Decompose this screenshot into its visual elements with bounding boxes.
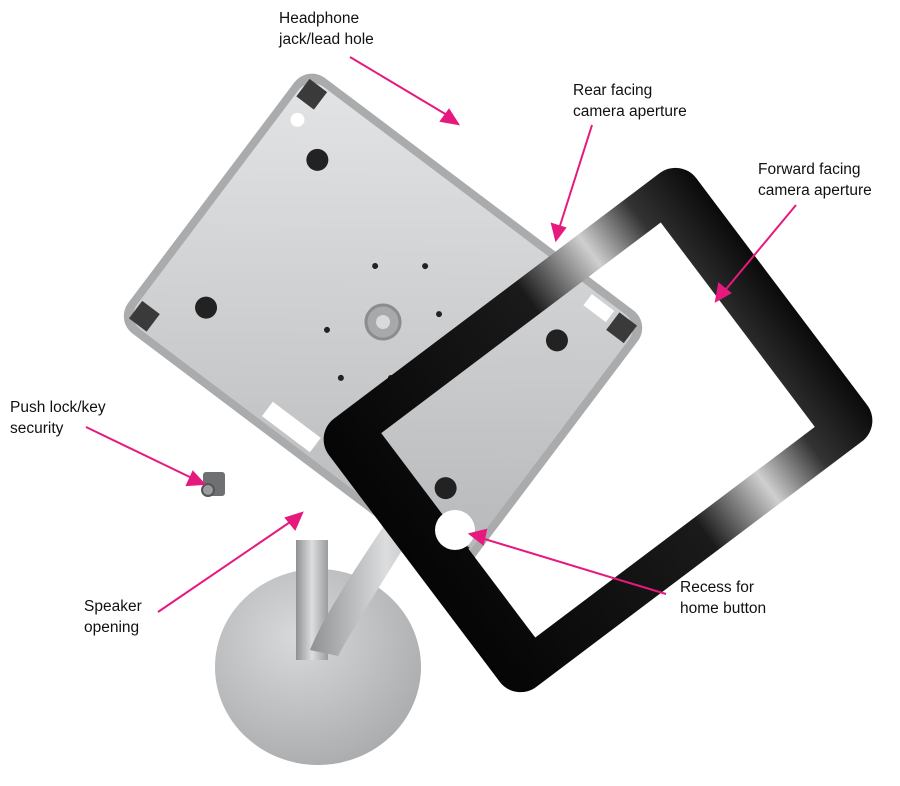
rubber-foot	[195, 296, 218, 319]
rubber-foot	[306, 148, 329, 171]
home-button-recess	[435, 510, 475, 550]
arrow-head	[439, 108, 461, 126]
label-home-recess: Recess for home button	[680, 579, 767, 617]
arrow-head	[284, 511, 304, 531]
arrow-head	[550, 222, 567, 243]
stand-base	[215, 569, 421, 765]
callout-lines	[85, 56, 797, 613]
push-lock	[201, 472, 225, 497]
arrow-head	[714, 282, 732, 303]
forward-camera-aperture	[707, 302, 715, 310]
label-headphone: Headphone jack/lead hole	[279, 10, 374, 48]
corner-clip	[129, 300, 160, 332]
arrow-head	[185, 470, 207, 487]
front-faceplate	[323, 167, 873, 693]
label-rear-camera: Rear facing camera aperture	[573, 82, 687, 120]
corner-clip	[296, 78, 328, 110]
arrow-head	[467, 528, 488, 546]
headphone-hole	[290, 112, 305, 127]
speaker-opening-slot	[261, 401, 321, 453]
label-push-lock: Push lock/key security	[10, 399, 106, 437]
label-speaker: Speaker opening	[84, 598, 142, 636]
label-forward-camera: Forward facing camera aperture	[758, 161, 872, 199]
